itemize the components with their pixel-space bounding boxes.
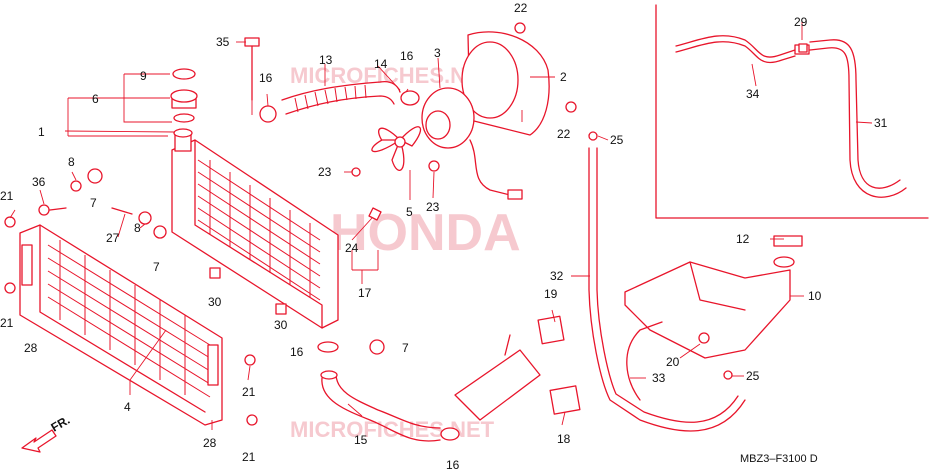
part-labels: 1 2 3 4 5 6 7 7 7 8 8 9 10 12 13 14 15 1… [0,1,888,469]
radiator-grille [19,224,223,426]
label-36: 36 [32,175,46,189]
label-14: 14 [374,57,388,71]
hose-clamp-14 [400,90,420,106]
brand-watermark: HONDA [330,204,521,262]
label-21d: 21 [242,450,256,464]
label-35: 35 [216,35,230,49]
label-15: 15 [354,433,368,447]
label-23b: 23 [426,200,440,214]
label-10: 10 [808,289,822,303]
label-21b: 21 [0,316,14,330]
fasteners [4,22,808,426]
diagram-code: MBZ3–F3100 D [740,453,818,465]
thermostat-housing [454,315,581,421]
label-34: 34 [746,87,760,101]
label-13: 13 [319,53,333,67]
label-25b: 25 [746,369,760,383]
label-16a: 16 [259,71,273,85]
label-6: 6 [92,92,99,106]
watermark-bottom: MICROFICHES.NET [290,417,495,442]
label-17: 17 [358,286,372,300]
label-8a: 8 [68,155,75,169]
hose-clamp-16b [440,427,460,441]
label-33: 33 [652,371,666,385]
label-21c: 21 [242,385,256,399]
label-25a: 25 [610,133,624,147]
label-28b: 28 [203,436,217,450]
front-arrow-icon: FR. [21,413,72,453]
label-30a: 30 [208,295,222,309]
label-22b: 22 [557,127,571,141]
siphon-tube [588,147,746,432]
label-7b: 7 [153,260,160,274]
label-30b: 30 [274,318,288,332]
label-31: 31 [874,116,888,130]
label-7c: 7 [402,341,409,355]
label-27: 27 [106,231,120,245]
reserve-tank [624,235,803,359]
label-22a: 22 [514,1,528,15]
label-2: 2 [560,70,567,84]
label-19: 19 [544,287,558,301]
label-20: 20 [666,355,680,369]
label-21a: 21 [0,189,14,203]
label-8b: 8 [134,221,141,235]
tube-33 [626,321,663,401]
label-24: 24 [345,241,359,255]
label-28a: 28 [24,341,38,355]
fan-motor-assembly [421,31,550,200]
label-5: 5 [406,205,413,219]
hose-clamp-upper [259,105,277,123]
label-23a: 23 [318,165,332,179]
fan-blade [371,126,422,172]
overflow-inset [655,4,929,219]
lower-hose [320,370,441,442]
label-32: 32 [550,269,564,283]
label-16b: 16 [400,49,414,63]
label-16d: 16 [446,458,460,469]
label-9: 9 [140,69,147,83]
label-12: 12 [736,232,750,246]
label-4: 4 [124,400,131,414]
radiator-core [171,128,339,329]
label-16c: 16 [290,345,304,359]
label-29: 29 [794,15,808,29]
label-1: 1 [38,125,45,139]
label-18: 18 [557,432,571,446]
label-7a: 7 [90,196,97,210]
hose-clamp-16 [317,341,339,353]
label-3: 3 [434,46,441,60]
radiator-cap [170,68,198,123]
